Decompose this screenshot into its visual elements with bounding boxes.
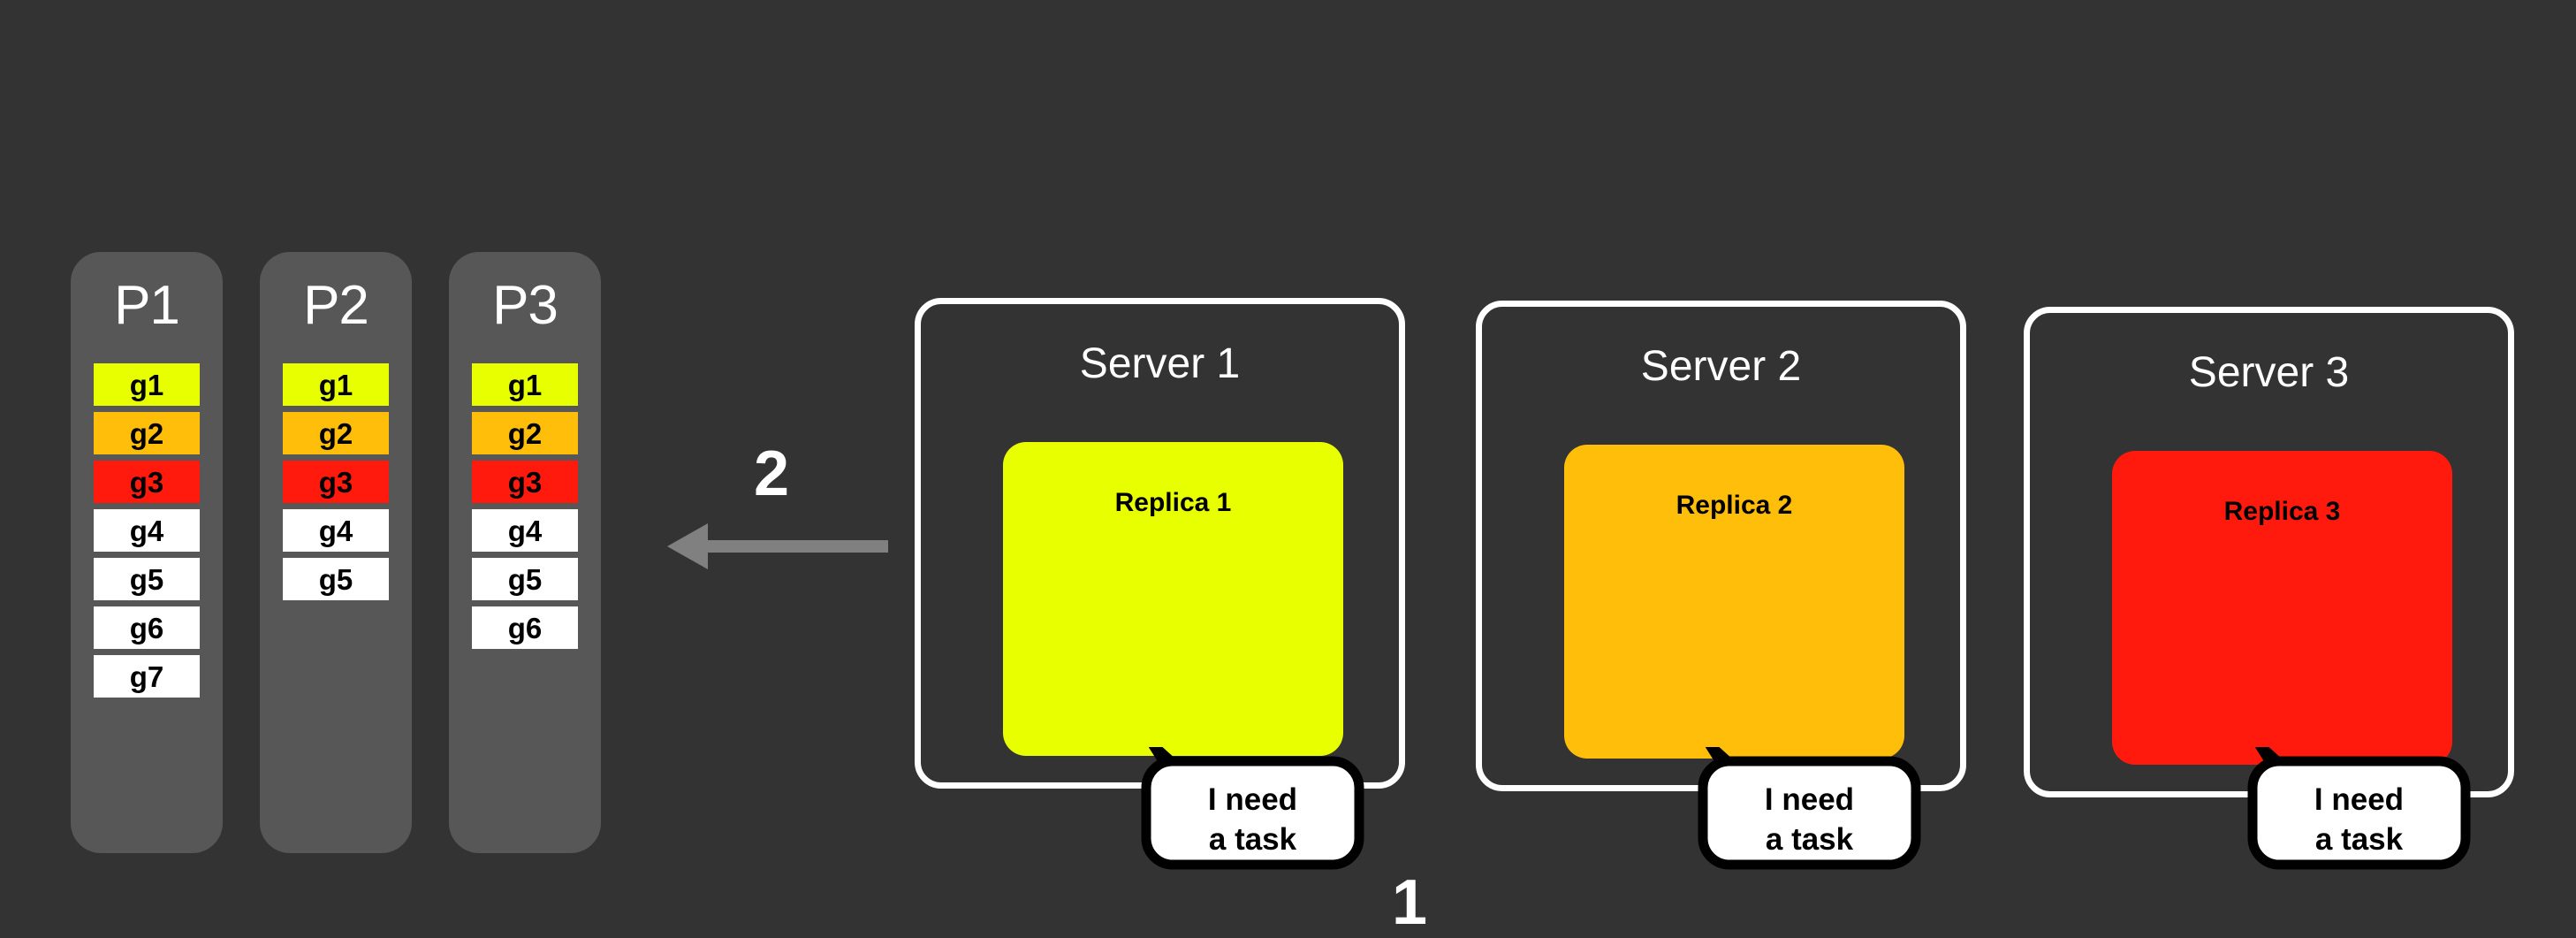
partition-title: P1 xyxy=(114,275,180,336)
assignment-flow: 2 xyxy=(667,442,888,575)
speech-bubble-1: I need a task xyxy=(1140,740,1365,871)
replica-box-3: Replica 3 xyxy=(2112,451,2452,765)
left-arrow-icon xyxy=(667,523,888,569)
partition-column-p1: P1 g1 g2 g3 g4 g5 g6 g7 xyxy=(71,252,223,853)
partition-slot: g4 xyxy=(283,509,389,552)
replica-box-1: Replica 1 xyxy=(1003,442,1343,756)
speech-bubble-icon xyxy=(2247,740,2471,870)
speech-bubble-text: I need a task xyxy=(1764,782,1855,857)
partition-slot: g4 xyxy=(472,509,578,552)
partition-slot: g2 xyxy=(283,412,389,454)
step-number-2: 2 xyxy=(754,438,790,509)
partition-slot: g2 xyxy=(472,412,578,454)
partition-column-p3: P3 g1 g2 g3 g4 g5 g6 xyxy=(449,252,601,853)
partition-slot: g5 xyxy=(94,558,200,600)
partition-slot: g7 xyxy=(94,655,200,698)
replica-box-2: Replica 2 xyxy=(1564,445,1904,759)
replica-label: Replica 3 xyxy=(2223,497,2341,526)
partition-slot: g4 xyxy=(94,509,200,552)
partition-slot: g1 xyxy=(472,363,578,406)
partition-slot: g1 xyxy=(94,363,200,406)
partition-slot: g5 xyxy=(472,558,578,600)
replica-label: Replica 1 xyxy=(1114,488,1232,517)
replica-label: Replica 2 xyxy=(1676,491,1793,520)
step-number-1: 1 xyxy=(1392,867,1428,938)
server-title: Server 2 xyxy=(1640,343,1802,390)
partition-slot: g3 xyxy=(94,461,200,503)
partition-slot: g5 xyxy=(283,558,389,600)
partition-slot: g6 xyxy=(472,606,578,649)
server-box-3: Server 3 Replica 3 xyxy=(2024,307,2514,797)
server-title: Server 1 xyxy=(1079,340,1241,387)
partition-slot: g6 xyxy=(94,606,200,649)
speech-bubble-icon xyxy=(1698,740,1921,870)
partition-slot: g3 xyxy=(283,461,389,503)
partition-column-p2: P2 g1 g2 g3 g4 g5 xyxy=(260,252,412,853)
partition-slot: g2 xyxy=(94,412,200,454)
partition-title: P2 xyxy=(303,275,369,336)
speech-bubble-2: I need a task xyxy=(1697,740,1922,871)
speech-bubble-text: I need a task xyxy=(1207,782,1298,857)
partition-slot: g3 xyxy=(472,461,578,503)
speech-bubble-3: I need a task xyxy=(2246,740,2472,871)
partition-group: P1 g1 g2 g3 g4 g5 g6 g7 P2 g1 g2 g3 g4 g… xyxy=(71,252,601,853)
speech-bubble-icon xyxy=(1141,740,1364,870)
partition-title: P3 xyxy=(492,275,559,336)
server-box-2: Server 2 Replica 2 xyxy=(1476,301,1966,791)
speech-bubble-text: I need a task xyxy=(2314,782,2405,857)
partition-slot: g1 xyxy=(283,363,389,406)
server-title: Server 3 xyxy=(2188,349,2350,396)
server-box-1: Server 1 Replica 1 xyxy=(915,298,1405,789)
